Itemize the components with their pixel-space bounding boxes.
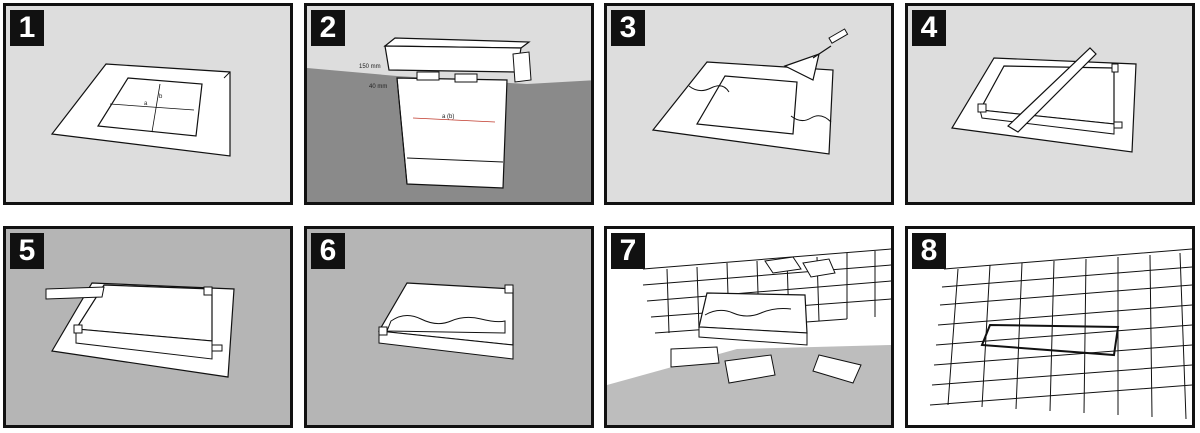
lip-label: 40 mm: [369, 84, 387, 90]
step-number: 2: [311, 10, 345, 46]
frame-placed-illustration: [45, 282, 235, 378]
step-panel-1: 1 a b: [3, 3, 293, 205]
height-label: 150 mm: [359, 64, 381, 70]
step-panel-6: 6: [304, 226, 594, 428]
step-panel-4: 4: [905, 3, 1195, 205]
inner-dimension-label: a (b): [442, 114, 454, 120]
step-number: 6: [311, 233, 345, 269]
frame-filled-illustration: [378, 282, 514, 360]
dimension-label-a: a: [144, 101, 148, 107]
step-number: 3: [611, 10, 645, 46]
step-number: 8: [912, 233, 946, 269]
mortar-trowel-illustration: [651, 28, 849, 155]
opening-illustration: a b: [50, 63, 231, 157]
step-number: 1: [10, 10, 44, 46]
frame-section-illustration: 150 mm 40 mm a (b): [307, 37, 591, 202]
step-number: 7: [611, 233, 645, 269]
step-panel-5: 5: [3, 226, 293, 428]
step-panel-2: 2 150 mm 40 mm a (b): [304, 3, 594, 205]
step-number: 4: [912, 10, 946, 46]
paving-illustration: [607, 248, 891, 425]
finished-paving-illustration: [929, 248, 1192, 420]
frame-level-illustration: [951, 47, 1137, 153]
dimension-label-b: b: [159, 94, 163, 100]
step-panel-8: 8: [905, 226, 1195, 428]
step-panel-3: 3: [604, 3, 894, 205]
step-panel-7: 7: [604, 226, 894, 428]
step-number: 5: [10, 233, 44, 269]
